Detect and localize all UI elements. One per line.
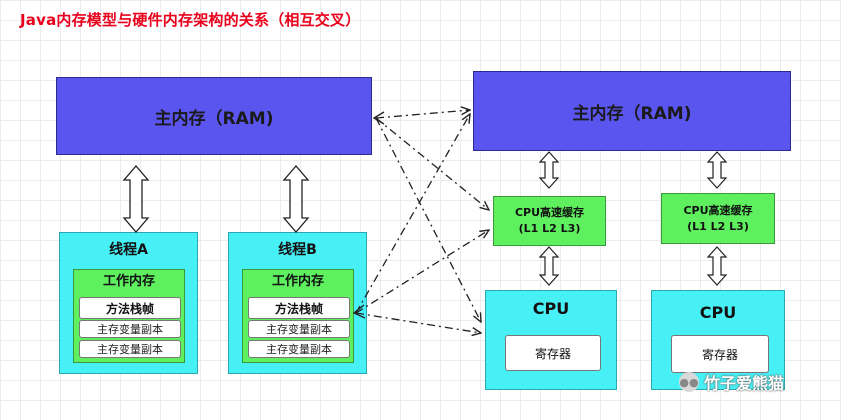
thread-a-box: 线程A 工作内存 方法栈帧 主存变量副本 主存变量副本 <box>59 232 198 374</box>
thread-b-stack-frame: 方法栈帧 <box>248 297 350 319</box>
right-main-memory-box: 主内存（RAM) <box>473 71 791 151</box>
cpu-2-label: CPU <box>699 303 737 322</box>
watermark-text: 竹子爱熊猫 <box>704 374 785 393</box>
thread-b-label: 线程B <box>278 242 317 258</box>
arrow-thread-to-ram <box>355 114 470 314</box>
double-arrow-ram-cache-2 <box>706 151 728 189</box>
thread-b-variable-copy-1: 主存变量副本 <box>248 320 350 338</box>
cpu-2-register: 寄存器 <box>671 335 769 373</box>
cpu-2-box: CPU 寄存器 <box>651 290 785 390</box>
double-arrow-ram-thread-b <box>282 165 310 233</box>
thread-a-variable-copy-1: 主存变量副本 <box>79 320 181 338</box>
watermark: ●● 竹子爱熊猫 <box>679 370 784 394</box>
cpu-cache-1-line2: (L1 L2 L3) <box>518 222 581 235</box>
arrow-thread-to-cpu <box>355 312 481 333</box>
thread-a-stack-frame: 方法栈帧 <box>79 297 181 319</box>
thread-b-variable-copy-2: 主存变量副本 <box>248 340 350 358</box>
cpu-cache-2: CPU高速缓存 (L1 L2 L3) <box>661 193 775 244</box>
thread-b-box: 线程B 工作内存 方法栈帧 主存变量副本 主存变量副本 <box>228 232 367 374</box>
thread-b-work-memory: 工作内存 方法栈帧 主存变量副本 主存变量副本 <box>242 269 354 363</box>
cpu-cache-1-line1: CPU高速缓存 <box>514 206 585 219</box>
arrow-ram-to-ram <box>375 110 470 119</box>
wechat-icon: ●● <box>679 372 699 392</box>
arrow-thread-to-cache <box>355 230 489 314</box>
left-main-memory-box: 主内存（RAM) <box>56 77 372 155</box>
thread-a-label: 线程A <box>109 242 148 258</box>
cpu-cache-1: CPU高速缓存 (L1 L2 L3) <box>493 196 606 246</box>
thread-a-variable-copy-2: 主存变量副本 <box>79 340 181 358</box>
cpu-1-label: CPU <box>532 299 570 318</box>
arrow-ram-to-cpu <box>375 117 481 322</box>
thread-a-work-memory: 工作内存 方法栈帧 主存变量副本 主存变量副本 <box>73 269 185 363</box>
thread-a-work-memory-label: 工作内存 <box>102 274 155 289</box>
arrow-ram-to-cache <box>375 117 489 210</box>
left-main-memory-label: 主内存（RAM) <box>154 108 274 129</box>
thread-b-work-memory-label: 工作内存 <box>271 274 324 289</box>
cpu-cache-2-line2: (L1 L2 L3) <box>687 219 749 233</box>
cpu-cache-2-line1: CPU高速缓存 <box>683 203 753 217</box>
double-arrow-ram-cache-1 <box>538 151 560 189</box>
right-main-memory-label: 主内存（RAM) <box>572 103 692 124</box>
diagram-title: Java内存模型与硬件内存架构的关系（相互交叉） <box>20 11 361 29</box>
double-arrow-ram-thread-a <box>122 165 150 233</box>
double-arrow-cache-cpu-2 <box>706 246 728 286</box>
cpu-1-box: CPU 寄存器 <box>485 290 617 390</box>
double-arrow-cache-cpu-1 <box>538 246 560 286</box>
cpu-1-register: 寄存器 <box>505 335 601 371</box>
